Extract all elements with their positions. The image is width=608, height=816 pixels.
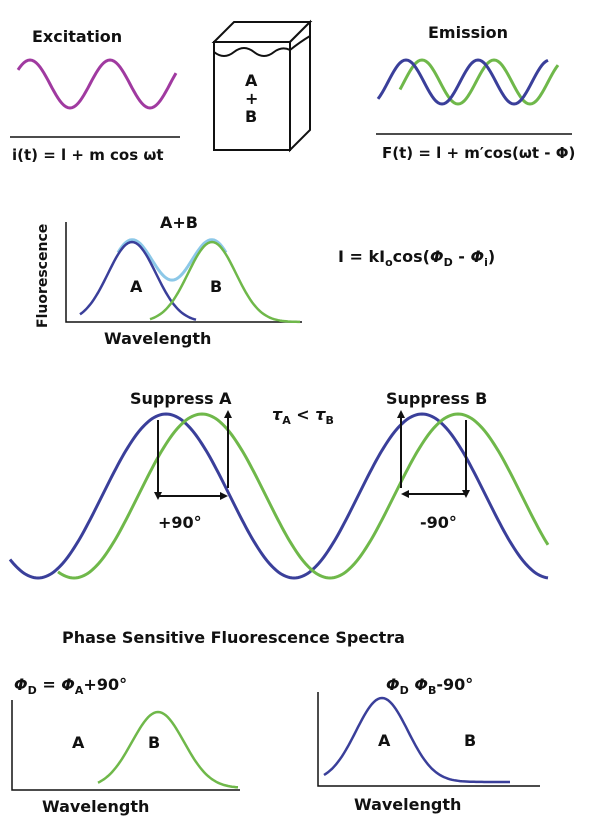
- bottom-right-panel: ΦD ΦB-90° A B Wavelength: [317, 675, 540, 814]
- suppress-a-label: Suppress A: [130, 389, 232, 408]
- bottom-right-equation: ΦD ΦB-90°: [386, 675, 473, 697]
- bottom-right-label-a: A: [378, 731, 391, 750]
- spectrum-sum-curve: [116, 238, 228, 282]
- emission-equation: F(t) = l + m′cos(ωt - Φ): [382, 144, 575, 162]
- bottom-title: Phase Sensitive Fluorescence Spectra: [62, 628, 405, 647]
- cuvette-side-face: [289, 19, 311, 153]
- spectrum-curve-b: [149, 240, 300, 324]
- spectrum-label-sum: A+B: [160, 213, 198, 232]
- excitation-equation: i(t) = l + m cos ωt: [12, 146, 164, 164]
- suppress-b-label: Suppress B: [386, 389, 487, 408]
- bottom-left-curve-b: [97, 710, 239, 789]
- bottom-right-label-b: B: [464, 731, 476, 750]
- bottom-left-xlabel: Wavelength: [42, 797, 149, 816]
- bottom-left-equation: ΦD = ΦA+90°: [14, 675, 127, 697]
- bottom-right-curve-a: [323, 696, 510, 784]
- cuvette-label-a: A: [245, 71, 258, 90]
- cuvette-front-face: [213, 41, 291, 151]
- bottom-right-xlabel: Wavelength: [354, 795, 461, 814]
- cuvette-liquid-surface: [213, 47, 291, 57]
- cuvette-liquid-side: [289, 35, 311, 51]
- phase-wave-green: [57, 412, 550, 580]
- cuvette-label-plus: +: [245, 89, 258, 108]
- bottom-left-label-b: B: [148, 733, 160, 752]
- excitation-title: Excitation: [32, 27, 122, 46]
- cuvette: A + B: [211, 19, 313, 153]
- bottom-left-panel: ΦD = ΦA+90° A B Wavelength: [11, 675, 240, 816]
- spectrum-panel: Fluorescence Wavelength A+B A B: [35, 213, 302, 348]
- emission-wave-green: [398, 58, 560, 106]
- cuvette-label-b: B: [245, 107, 257, 126]
- spectrum-ylabel: Fluorescence: [35, 224, 51, 328]
- emission-panel: Emission F(t) = l + m′cos(ωt - Φ): [376, 23, 575, 162]
- intensity-equation: I = kIocos(ΦD - Φi): [338, 247, 495, 269]
- shift-minus-label: -90°: [420, 513, 457, 532]
- emission-title: Emission: [428, 23, 508, 42]
- shift-plus-label: +90°: [158, 513, 202, 532]
- tau-relation: τA < τB: [272, 405, 334, 427]
- bottom-left-label-a: A: [72, 733, 85, 752]
- phase-panel: Suppress A Suppress B τA < τB +90° -90°: [8, 389, 550, 580]
- bottom-left-axes: [11, 700, 240, 791]
- phase-wave-blue: [8, 412, 549, 580]
- spectrum-curve-a: [79, 240, 197, 321]
- spectrum-label-b: B: [210, 277, 222, 296]
- excitation-wave: [16, 58, 178, 110]
- excitation-panel: Excitation i(t) = l + m cos ωt: [10, 27, 180, 164]
- bottom-right-axes: [317, 692, 540, 787]
- spectrum-xlabel: Wavelength: [104, 329, 211, 348]
- spectrum-axes: [65, 222, 302, 323]
- spectrum-label-a: A: [130, 277, 143, 296]
- emission-wave-blue: [376, 58, 549, 106]
